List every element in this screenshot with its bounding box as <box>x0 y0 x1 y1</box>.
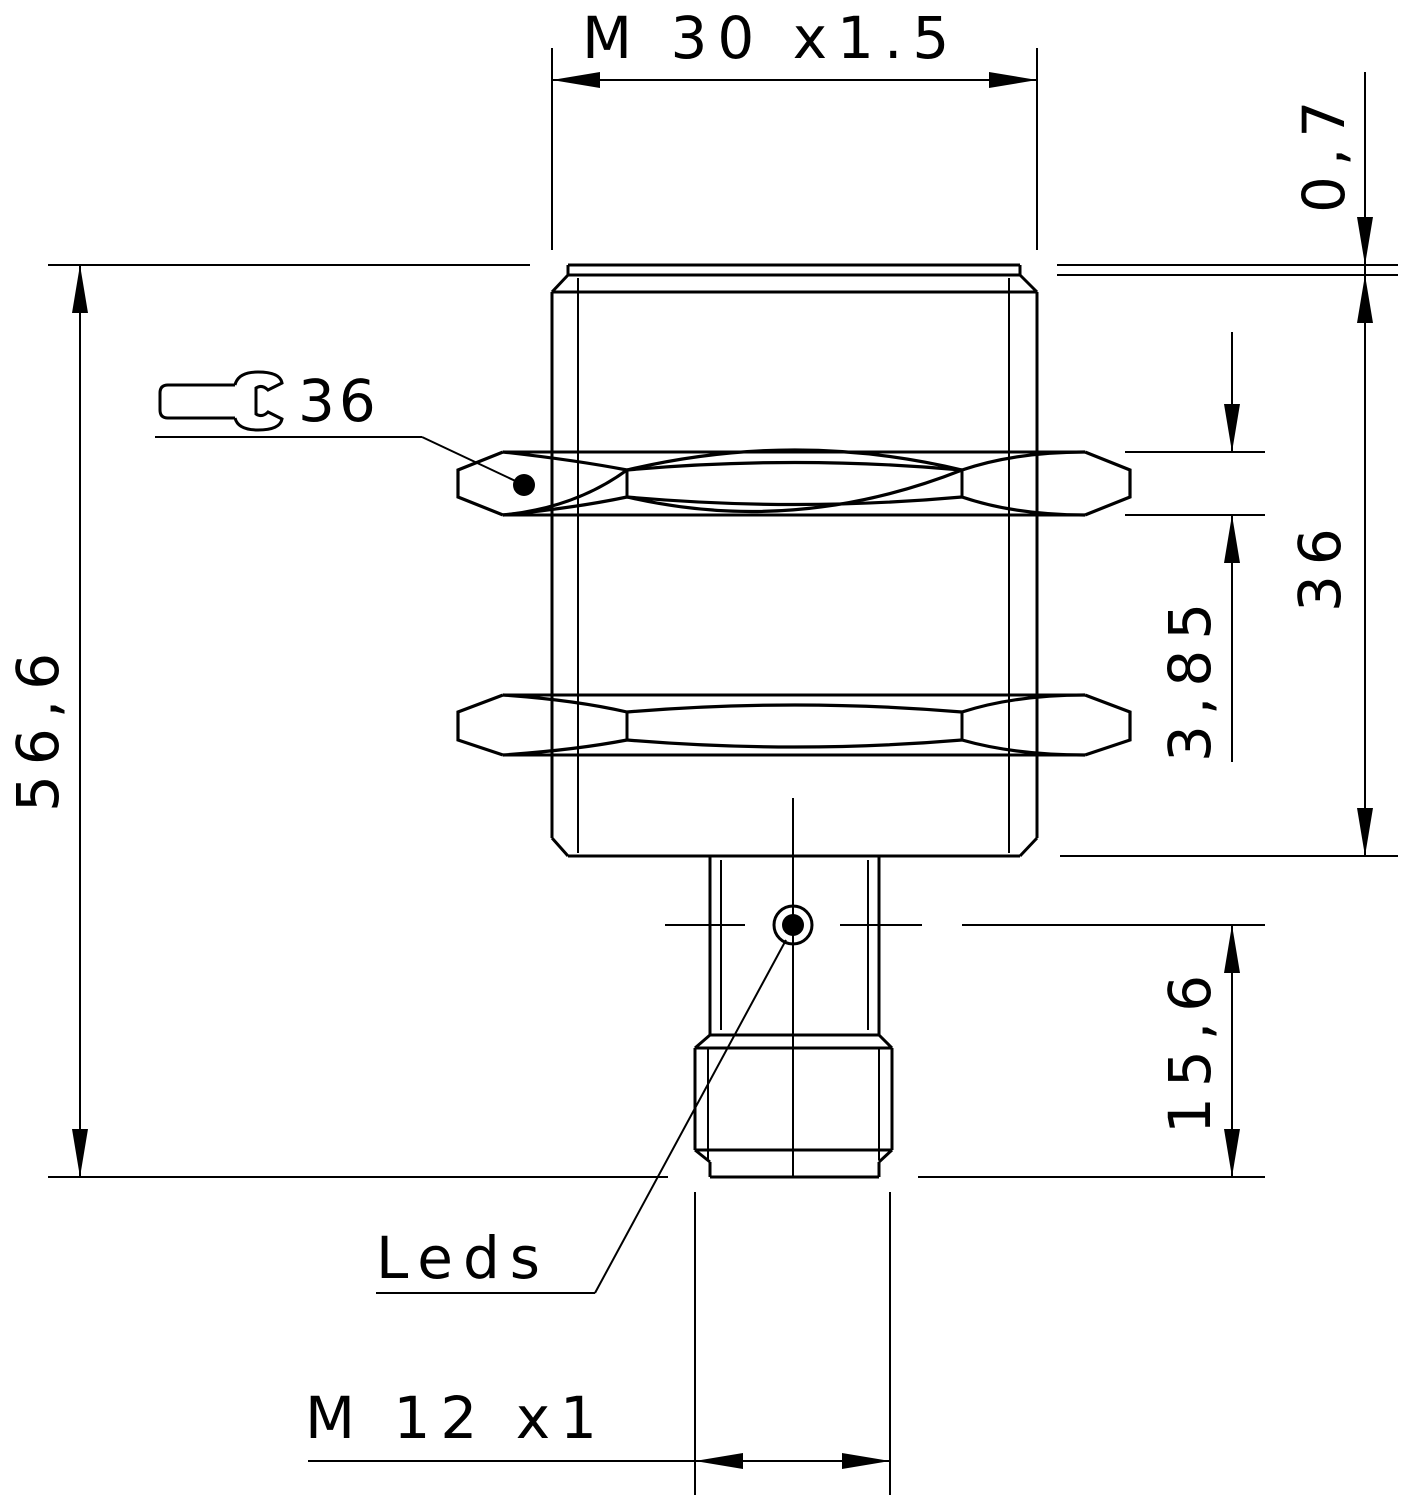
dim-connector-label: 15,6 <box>1156 965 1224 1134</box>
dim-thread-length: 36 <box>1060 275 1398 857</box>
connector <box>665 798 922 1179</box>
dim-nut-label: 3,85 <box>1156 593 1224 762</box>
dim-chamfer: 0,7 <box>1057 72 1398 323</box>
leds-label: Leds <box>376 1224 550 1292</box>
dim-connector-thread: M 12 x1 <box>305 1192 891 1495</box>
dim-nut: 3,85 <box>1125 332 1265 762</box>
wrench-icon <box>158 370 284 432</box>
wrench-size-label: 36 <box>298 367 380 435</box>
dim-thread-main: M 30 x1.5 <box>551 4 1038 250</box>
nut-lower <box>456 693 1132 757</box>
nut-upper <box>456 448 1132 517</box>
dim-chamfer-label: 0,7 <box>1290 91 1358 213</box>
led-indicator <box>772 904 814 946</box>
sensor-body <box>550 263 1039 858</box>
dim-connector: 15,6 <box>918 924 1265 1178</box>
dim-overall: 56,6 <box>4 264 668 1178</box>
dim-thread-length-label: 36 <box>1286 518 1354 612</box>
dim-overall-label: 56,6 <box>4 643 72 812</box>
leds-callout: Leds <box>376 939 787 1294</box>
dim-connector-thread-label: M 12 x1 <box>305 1384 607 1452</box>
dim-thread-main-label: M 30 x1.5 <box>582 4 959 72</box>
wrench-callout: 36 <box>155 367 525 486</box>
